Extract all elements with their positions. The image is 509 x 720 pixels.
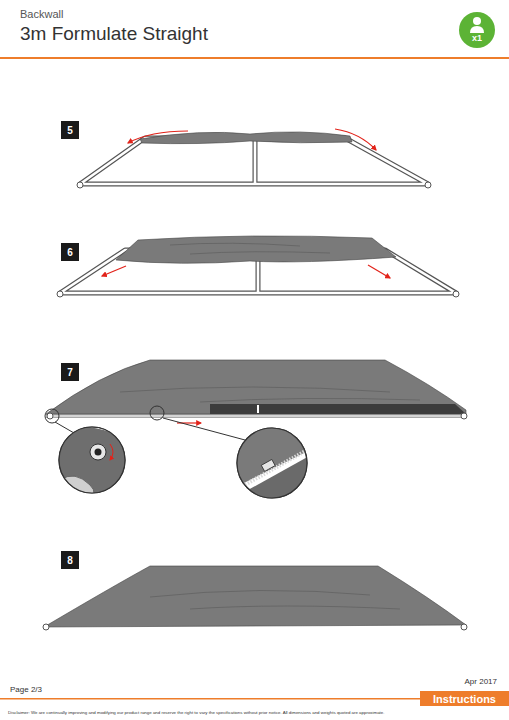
fabric: [44, 566, 466, 627]
person-icon: [459, 12, 495, 48]
page-title: 3m Formulate Straight: [20, 23, 208, 45]
fabric: [140, 132, 352, 144]
step5-frame: [77, 138, 431, 188]
section-name: Backwall: [20, 8, 63, 20]
fabric: [116, 236, 396, 263]
node-text: Instructions: [433, 693, 496, 705]
node-text: x1: [472, 33, 482, 43]
node-text: 7: [67, 367, 73, 378]
date: Apr 2017: [465, 677, 497, 686]
section-tab: Instructions: [420, 691, 509, 706]
footer-rule: [0, 698, 420, 700]
zip-pull: [257, 405, 259, 413]
direction-arrow: [368, 265, 390, 278]
open-zip-section: [210, 404, 466, 414]
node-text: 5: [67, 125, 73, 136]
detail-callout: [45, 409, 130, 500]
step-number: 6: [61, 243, 79, 261]
step-number: 7: [61, 363, 79, 381]
direction-arrow: [335, 129, 376, 150]
disclaimer: Disclaimer: We are continually improving…: [8, 710, 385, 715]
direction-arrow: [102, 266, 126, 276]
node-text: 8: [67, 555, 73, 566]
fabric: [46, 360, 466, 414]
detail-callout: [150, 406, 320, 505]
header-rule: [0, 57, 509, 59]
step-number: 8: [61, 551, 79, 569]
page-number: Page 2/3: [10, 685, 42, 694]
step-number: 5: [61, 121, 79, 139]
node-text: 6: [67, 247, 73, 258]
direction-arrow: [128, 131, 188, 143]
quantity-badge: x1: [461, 14, 493, 46]
